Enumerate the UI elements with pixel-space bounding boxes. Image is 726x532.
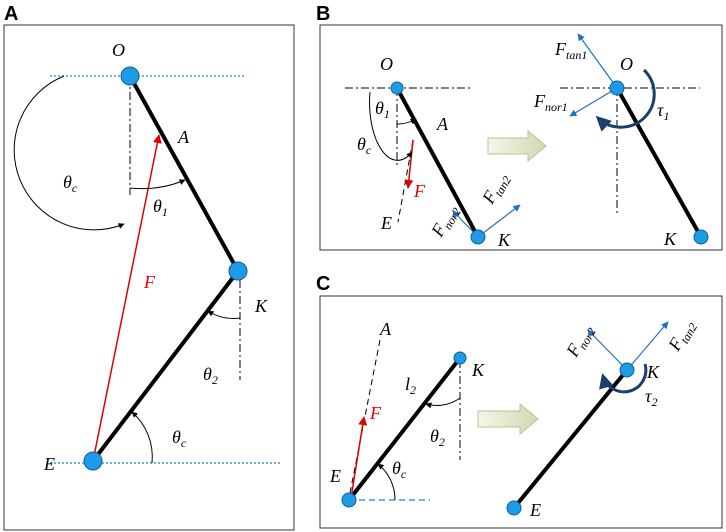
panel-c-f-nor2-arrow [587,329,628,371]
panel-c-label-f-nor2: Fnor2 [562,321,599,363]
panel-b-right-joint-k [693,229,709,245]
panel-b-label-tau1: τ1 [657,100,669,123]
panel-c-theta-c-arc [377,463,396,501]
panel-b-frame [319,24,723,251]
panel-b-label-k-left: K [497,230,511,250]
panel-a-label-theta1: θ1 [153,196,168,219]
panel-b-force-arrow [404,139,414,189]
panel-a-link-thigh [128,75,240,272]
panel-a-letter: A [4,3,18,25]
panel-a-label-theta-c-top: θc [63,172,78,195]
panel-a-joint-o [120,66,140,86]
panel-c-transition-arrow [477,402,539,436]
panel-a-force-arrow [92,134,162,462]
panel-b-transition-arrow [487,129,547,163]
panel-a-theta2-arc [207,310,241,319]
panel-b: B O A E K F θ1 θc Ftan2 Fnor2 [316,3,723,251]
panel-b-label-o-left: O [380,54,393,74]
panel-c-label-e-right: E [529,500,541,520]
panel-b-right-joint-o [609,80,625,96]
panel-c-force-arrow [350,416,368,499]
panel-b-label-e: E [380,213,392,233]
panel-b-left-link [395,87,480,238]
panel-a-label-k: K [254,296,268,316]
panel-b-theta1-arc [396,118,417,125]
panel-b-label-theta-c: θc [357,134,372,157]
panel-b-f-tan2-arrow [477,204,521,238]
panel-a-label-f: F [143,272,156,292]
panel-a-label-theta-c-bottom: θc [172,427,187,450]
panel-a-label-a: A [177,127,190,147]
panel-b-theta-c-arc [369,91,413,161]
panel-b-f-tan1-arrow [577,33,618,89]
panel-a-joint-k [228,261,248,281]
panel-c-right-link [512,368,629,510]
panel-c-label-k-left: K [471,360,485,380]
panel-b-torque-tau1-arc [595,68,656,132]
panel-a: A O A K E F θc θ1 θ2 θc [3,3,295,531]
panel-a-label-e: E [43,454,55,474]
panel-c-label-f: F [369,403,382,423]
panel-b-label-f-nor2: Fnor2 [427,201,464,243]
panel-b-left-joint-o [390,81,404,95]
panel-c-torque-tau2-arc [599,363,648,394]
panel-a-frame [3,24,295,531]
panel-c: C A K E F l2 θ2 θc [316,273,723,529]
panel-c-label-theta-c: θc [392,458,407,481]
panel-b-label-f-tan2: Ftan2 [478,169,515,209]
panel-a-theta-c-arc-bottom [131,411,153,464]
panel-b-f-nor1-arrow [569,87,618,117]
panel-b-label-a: A [436,114,449,134]
panel-b-right-link [615,87,703,238]
panel-b-label-theta1: θ1 [375,98,390,121]
panel-c-frame [319,295,723,529]
panel-c-label-a: A [379,319,392,339]
panel-b-letter: B [316,3,330,25]
panel-c-label-k-right: K [646,362,660,382]
panel-c-left-joint-k [453,351,467,365]
panel-a-label-theta2: θ2 [203,364,218,387]
panel-c-right-joint-k [619,362,635,378]
panel-b-left-direction-e [397,139,414,223]
panel-c-label-l2: l2 [405,374,416,397]
panel-a-label-o: O [112,40,125,60]
panel-a-theta1-arc [129,179,186,190]
panel-c-label-f-tan2: Ftan2 [664,316,701,356]
panel-c-letter: C [316,273,330,295]
panel-c-theta2-arc [425,397,461,409]
panel-b-label-f-nor1: Fnor1 [533,91,568,114]
panel-b-label-f: F [413,181,426,201]
panel-b-label-f-tan1: Ftan1 [554,39,587,62]
panel-c-label-tau2: τ2 [645,386,657,409]
panel-c-left-joint-e [341,492,357,508]
panel-a-link-shank [91,269,240,463]
panel-b-label-k-right: K [663,229,677,249]
panel-c-label-theta2: θ2 [430,426,445,449]
panel-b-label-o-right: O [620,54,633,74]
panel-c-left-link [347,356,462,502]
panel-c-right-joint-e [506,500,522,516]
panel-b-left-joint-k [470,229,486,245]
panel-a-theta-c-arc-top [13,75,125,231]
panel-c-f-tan2-arrow [626,321,669,371]
panel-a-joint-e [83,451,103,471]
panel-c-label-e-left: E [329,466,341,486]
